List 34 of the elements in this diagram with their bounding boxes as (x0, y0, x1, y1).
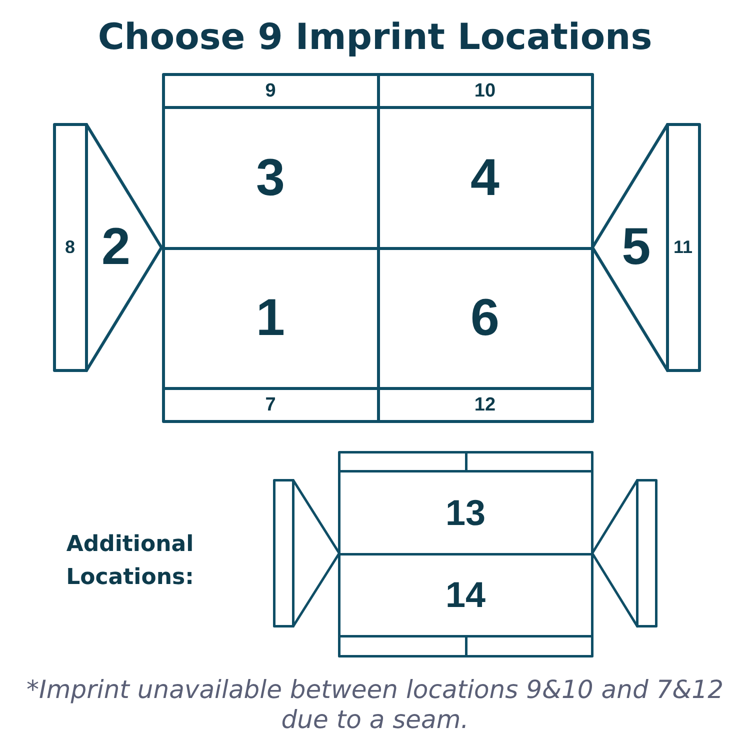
section-label: Additional Locations: (66, 532, 194, 590)
triangular-panel (590, 478, 638, 628)
location-number: 5 (622, 221, 651, 273)
imprint-panel (272, 478, 294, 628)
imprint-panel (52, 122, 88, 372)
imprint-panel (666, 122, 700, 372)
imprint-panel (636, 478, 658, 628)
location-number: 2 (102, 221, 130, 273)
triangular-panel (292, 478, 340, 628)
imprint-panel (338, 634, 468, 658)
location-number: 8 (65, 238, 75, 256)
location-number: 7 (265, 395, 276, 414)
location-number: 9 (265, 81, 276, 100)
triangular-panel (84, 122, 162, 372)
imprint-panel (464, 634, 594, 658)
location-number: 13 (445, 494, 486, 530)
location-number: 12 (474, 395, 496, 414)
imprint-panel (338, 470, 594, 556)
location-number: 3 (256, 152, 285, 204)
imprint-panel (338, 450, 468, 472)
location-number: 6 (470, 292, 500, 344)
imprint-panel (464, 450, 594, 472)
location-number: 10 (474, 81, 496, 100)
location-number: 11 (673, 238, 693, 256)
location-number: 14 (445, 577, 486, 613)
caption: *Imprint unavailable between locations 9&10 and 7&12 due to a seam. (26, 675, 724, 734)
imprint-panel (162, 72, 380, 108)
imprint-panel (376, 72, 594, 108)
imprint-panel (338, 552, 594, 638)
imprint-panel (162, 386, 380, 422)
imprint-panel (376, 386, 594, 422)
location-number: 1 (256, 292, 285, 344)
title: Choose 9 Imprint Locations (98, 17, 652, 58)
location-number: 4 (470, 152, 500, 204)
